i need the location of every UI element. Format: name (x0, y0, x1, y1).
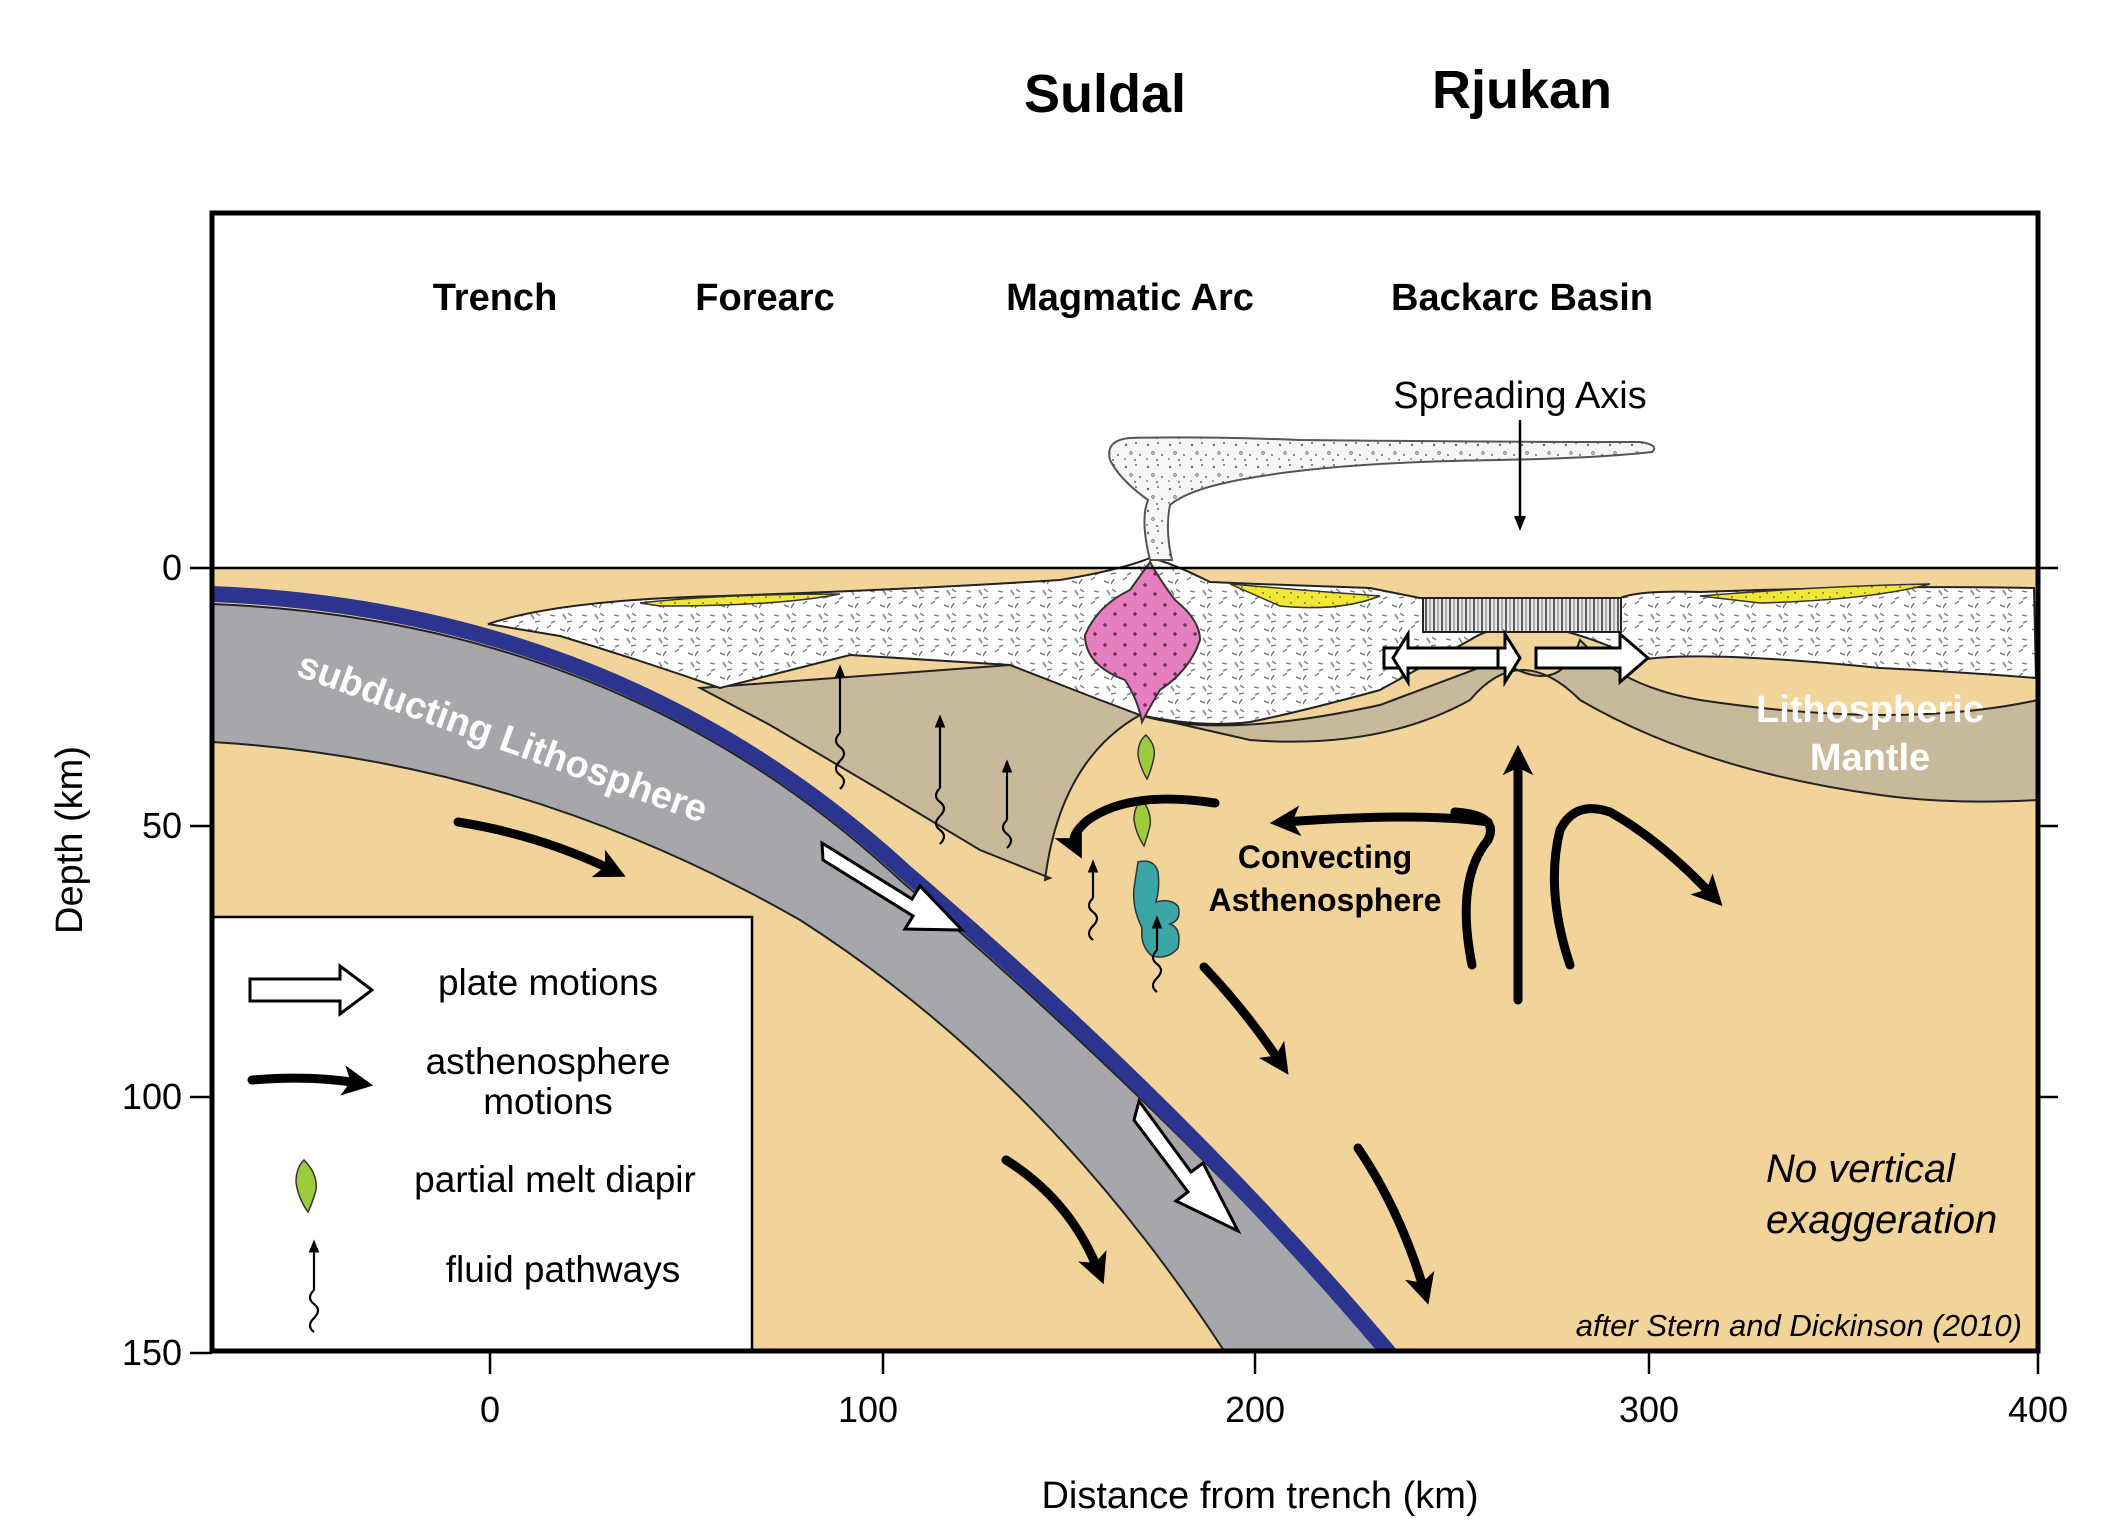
legend-fluid-icon (308, 1239, 320, 1333)
subducting-plate (212, 602, 1384, 1351)
y-tick-0: 0 (162, 547, 182, 588)
ash-plume (1108, 436, 1656, 561)
cross-section (212, 213, 2038, 1351)
legend-plate-motions: plate motions (438, 962, 658, 1003)
plate-motion-arrows (820, 628, 1651, 1235)
spreading-axis-label: Spreading Axis (1393, 375, 1647, 417)
arc-pluton (1083, 560, 1202, 726)
legend-diapir-icon (295, 1158, 317, 1214)
legend-plate-motion-icon (248, 963, 375, 1017)
x-tick-200: 200 (1225, 1389, 1285, 1430)
suldal-label: Suldal (1024, 64, 1186, 124)
legend-partial-melt: partial melt diapir (414, 1159, 696, 1200)
arc-sediment (1229, 583, 1381, 609)
no-vertical-label-2: exaggeration (1766, 1198, 1997, 1242)
lithospheric-mantle-label-1: Lithospheric (1756, 689, 1984, 731)
rjukan-label: Rjukan (1432, 60, 1612, 120)
no-vertical-label-1: No vertical (1766, 1147, 1956, 1191)
x-tick-100: 100 (838, 1389, 898, 1430)
convecting-label-2: Asthenosphere (1209, 882, 1442, 918)
diapir-2 (1133, 798, 1152, 848)
credit-label: after Stern and Dickinson (2010) (1576, 1308, 2022, 1343)
legend: plate motions asthenosphere motions part… (247, 962, 696, 1333)
lithospheric-mantle-label-2: Mantle (1810, 737, 1930, 779)
y-tick-150: 150 (122, 1332, 182, 1373)
zone-magmatic-arc: Magmatic Arc (1006, 277, 1254, 319)
teal-melt (1132, 860, 1180, 958)
plate-top-blue (212, 586, 1398, 1351)
legend-astheno-arrow-icon (247, 1065, 374, 1096)
diapir-1 (1137, 734, 1156, 781)
x-tick-300: 300 (1619, 1389, 1679, 1430)
y-tick-100: 100 (122, 1076, 182, 1117)
forearc-sediment (639, 593, 841, 607)
legend-astheno-1: asthenosphere (426, 1041, 671, 1082)
zone-trench: Trench (433, 277, 558, 319)
fluid-pathways (834, 664, 1163, 993)
forearc-mantle-wedge (696, 663, 1143, 882)
sheeted-dikes (1422, 597, 1622, 633)
x-axis-title: Distance from trench (km) (1041, 1475, 1478, 1517)
convecting-label-1: Convecting (1238, 839, 1412, 875)
legend-fluid-pathways: fluid pathways (446, 1249, 680, 1290)
zone-backarc-basin: Backarc Basin (1391, 277, 1653, 319)
backarc-sediment (1699, 583, 1931, 604)
y-tick-50: 50 (142, 805, 182, 846)
arc-crust (487, 556, 2038, 725)
y-axis-title: Depth (km) (49, 746, 91, 934)
x-tick-0: 0 (480, 1389, 500, 1430)
legend-astheno-2: motions (483, 1081, 613, 1122)
x-tick-400: 400 (2008, 1389, 2068, 1430)
x-ticks (488, 1351, 2040, 1374)
zone-forearc: Forearc (695, 277, 834, 319)
diagram-frame (209, 210, 2041, 1354)
asthenosphere-arrows (453, 744, 1723, 1305)
y-ticks (190, 824, 2058, 1355)
